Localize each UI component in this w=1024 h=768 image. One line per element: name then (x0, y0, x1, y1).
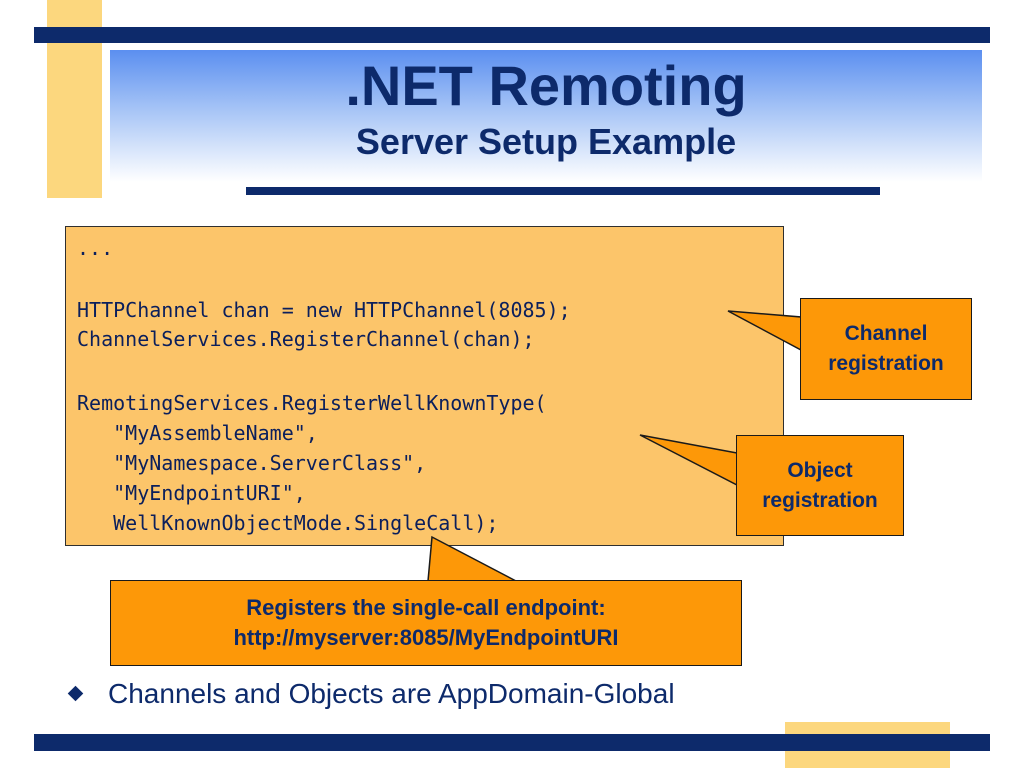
code-line: HTTPChannel chan = new HTTPChannel(8085)… (77, 298, 571, 322)
code-line: RemotingServices.RegisterWellKnownType( (77, 391, 547, 415)
title-underline (246, 187, 880, 195)
callout-text: Registers the single-call endpoint: (246, 595, 606, 620)
bottom-rule (34, 734, 990, 751)
callout-text: Channel (844, 322, 928, 345)
callout-text: http://myserver:8085/MyEndpointURI (233, 625, 619, 650)
channel-registration-callout: Channel registration (800, 298, 972, 400)
title-gradient-band (110, 50, 982, 182)
endpoint-callout-pointer (427, 535, 517, 582)
code-line: "MyAssembleName", (77, 421, 318, 445)
object-callout-pointer (639, 434, 738, 487)
endpoint-callout: Registers the single-call endpoint: http… (110, 580, 742, 666)
code-line: "MyNamespace.ServerClass", (77, 451, 427, 475)
channel-callout-pointer (727, 310, 802, 352)
code-line: "MyEndpointURI", (77, 481, 306, 505)
callout-text: registration (762, 488, 878, 512)
callout-text: registration (828, 352, 944, 375)
object-registration-callout: Object registration (736, 435, 904, 536)
bullet-item: Channels and Objects are AppDomain-Globa… (108, 678, 675, 709)
code-line: ChannelServices.RegisterChannel(chan); (77, 327, 535, 351)
callout-text: Object (787, 458, 853, 482)
code-line: ... (77, 236, 114, 260)
code-block: ... HTTPChannel chan = new HTTPChannel(8… (65, 226, 784, 546)
slide-subtitle: Server Setup Example (355, 121, 737, 162)
top-rule (34, 27, 990, 43)
slide-title: .NET Remoting (345, 54, 747, 117)
code-line: WellKnownObjectMode.SingleCall); (77, 511, 499, 535)
